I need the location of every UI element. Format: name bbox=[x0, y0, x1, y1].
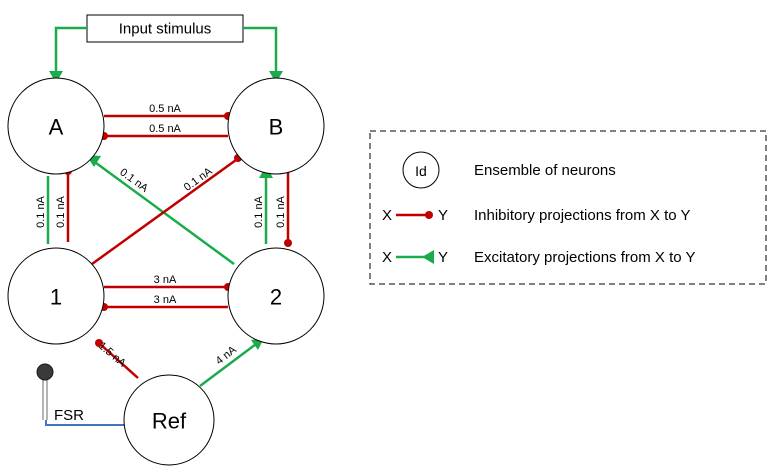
ref-to-n1-line bbox=[99, 343, 139, 379]
input-to-b-line bbox=[243, 26, 278, 78]
node-a-circle bbox=[7, 77, 105, 175]
node-2-circle bbox=[227, 247, 325, 345]
legend: Id Ensemble of neurons X Y Inhibitory pr… bbox=[369, 130, 767, 285]
n1-to-b-line bbox=[91, 158, 237, 266]
legend-excitatory-y: Y bbox=[438, 249, 448, 266]
legend-id-label: Id bbox=[415, 163, 427, 179]
input-to-a-arrow bbox=[49, 71, 63, 83]
node-1-circle bbox=[7, 247, 105, 345]
legend-ensemble-text: Ensemble of neurons bbox=[474, 162, 616, 179]
node-ref-circle bbox=[123, 374, 215, 466]
input-stimulus-label: Input stimulus bbox=[119, 21, 212, 38]
legend-border bbox=[369, 130, 767, 285]
weight-ref-n2: 4 nA bbox=[214, 344, 240, 368]
input-stimulus: Input stimulus bbox=[49, 14, 283, 83]
legend-excitatory-text: Excitatory projections from X to Y bbox=[474, 249, 695, 266]
input-to-b-arrow bbox=[269, 71, 283, 83]
node-2: 2 bbox=[227, 247, 325, 345]
weight-n2-n1-bottom: 3 nA bbox=[154, 294, 177, 306]
weight-ref-n1: 1.5 nA bbox=[96, 340, 129, 370]
node-b-circle bbox=[227, 77, 325, 175]
weight-a-n1-inner: 0.1 nA bbox=[55, 195, 67, 227]
weight-b-a-bottom: 0.5 nA bbox=[149, 123, 181, 135]
input-to-a-line bbox=[54, 26, 87, 78]
ref-to-n1-end bbox=[95, 339, 103, 347]
weight-n1-n2-top: 3 nA bbox=[154, 274, 177, 286]
node-a-label: A bbox=[49, 115, 64, 140]
node-1: 1 bbox=[7, 247, 105, 345]
node-a: A bbox=[7, 77, 105, 175]
node-ref: Ref bbox=[123, 374, 215, 466]
fsr-wire bbox=[45, 420, 124, 426]
edge-diagonals: 0.1 nA 0.1 nA bbox=[86, 154, 242, 266]
fsr-sensor-icon bbox=[36, 363, 54, 381]
edge-1-2: 3 nA 3 nA bbox=[100, 274, 232, 311]
ref-to-n2-line bbox=[199, 343, 257, 387]
b-to-n2-end bbox=[284, 239, 292, 247]
legend-inhibitory-y: Y bbox=[438, 207, 448, 224]
fsr-sensor: FSR bbox=[36, 363, 124, 426]
weight-n2-b-outer: 0.1 nA bbox=[275, 195, 287, 227]
legend-id-circle bbox=[402, 151, 440, 189]
legend-excitatory-arrow bbox=[422, 250, 434, 264]
legend-inhibitory-text: Inhibitory projections from X to Y bbox=[474, 207, 691, 224]
node-1-label: 1 bbox=[50, 285, 62, 310]
weight-a-b-top: 0.5 nA bbox=[149, 103, 181, 115]
input-stimulus-box bbox=[86, 14, 244, 43]
legend-inhibitory-x: X bbox=[382, 207, 392, 224]
node-b: B bbox=[227, 77, 325, 175]
node-2-label: 2 bbox=[270, 285, 282, 310]
edge-a-b: 0.5 nA 0.5 nA bbox=[100, 103, 232, 140]
weight-b-n2-inner: 0.1 nA bbox=[253, 195, 265, 227]
legend-inhibitory-end bbox=[425, 211, 433, 219]
weight-n1-a-outer: 0.1 nA bbox=[35, 195, 47, 227]
node-ref-label: Ref bbox=[152, 409, 187, 434]
edge-b-2: 0.1 nA 0.1 nA bbox=[253, 166, 292, 247]
fsr-label: FSR bbox=[54, 407, 84, 424]
node-b-label: B bbox=[269, 115, 284, 140]
legend-excitatory-x: X bbox=[382, 249, 392, 266]
